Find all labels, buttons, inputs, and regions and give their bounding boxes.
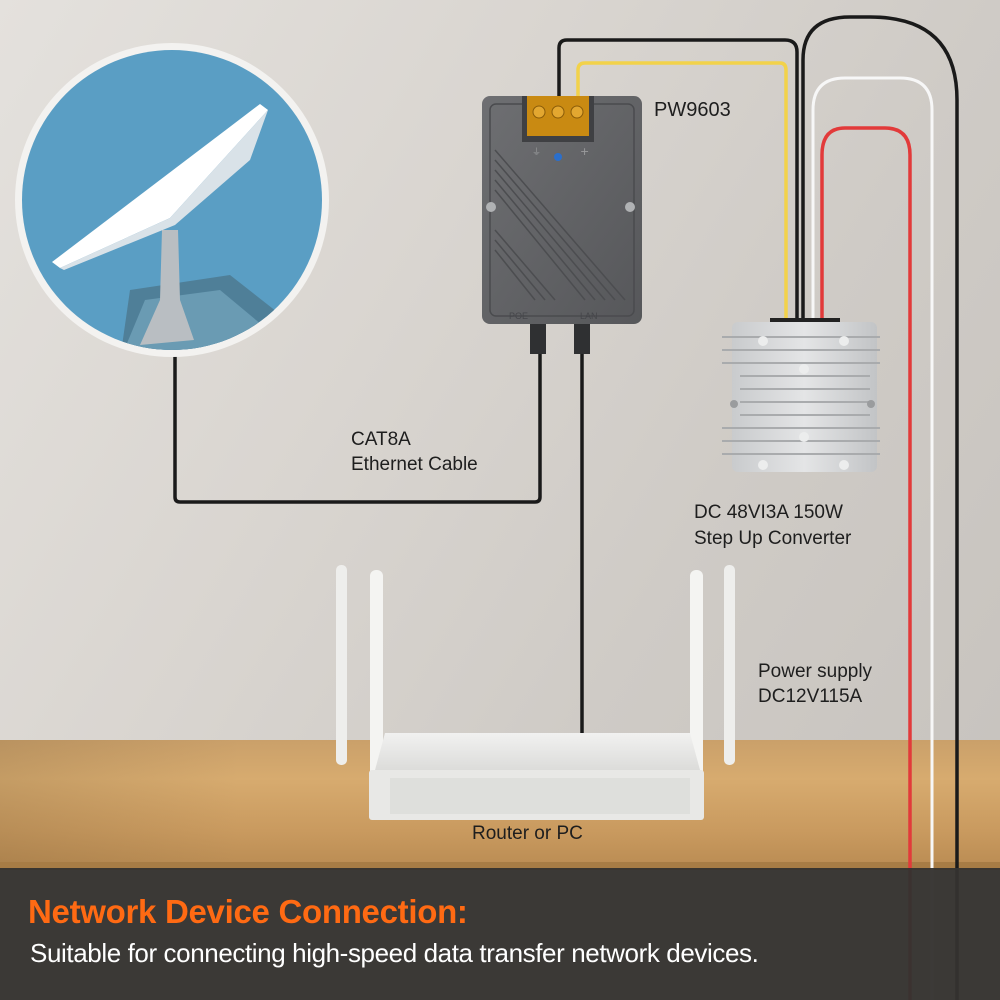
starlink-dish-icon (15, 43, 329, 357)
router-label: Router or PC (472, 823, 583, 844)
converter-label-line1: DC 48VI3A 150W (694, 502, 843, 523)
port-label-lan: LAN (580, 311, 598, 321)
wire-yellow-injector (576, 61, 788, 340)
ground-mark: ⏚ (532, 147, 541, 158)
plus-mark: + (580, 145, 589, 158)
cable-label-line1: CAT8A (351, 429, 411, 450)
device-model-label: PW9603 (654, 99, 731, 121)
power-supply-label-line2: DC12V115A (758, 686, 863, 707)
converter-label-line2: Step Up Converter (694, 528, 852, 549)
power-supply-label-line1: Power supply (758, 661, 873, 682)
table-shade (0, 740, 240, 870)
table-edge (0, 862, 1000, 870)
banner-subtitle: Suitable for connecting high-speed data … (30, 938, 759, 968)
heatsink-converter-icon (722, 318, 880, 472)
port-label-poe: POE (509, 311, 528, 321)
router-icon (336, 565, 735, 820)
wire-black-injector (557, 38, 799, 340)
wire-black-supply (801, 15, 959, 1000)
caption-banner (0, 868, 1000, 1000)
poe-injector-icon: ⏚ + POE LAN (482, 96, 642, 354)
banner-title: Network Device Connection: (28, 893, 468, 930)
wire-red-supply (820, 126, 912, 1000)
cable-label-line2: Ethernet Cable (351, 454, 478, 475)
ethernet-cable-poe (173, 350, 542, 504)
wire-white-supply (811, 76, 934, 1000)
